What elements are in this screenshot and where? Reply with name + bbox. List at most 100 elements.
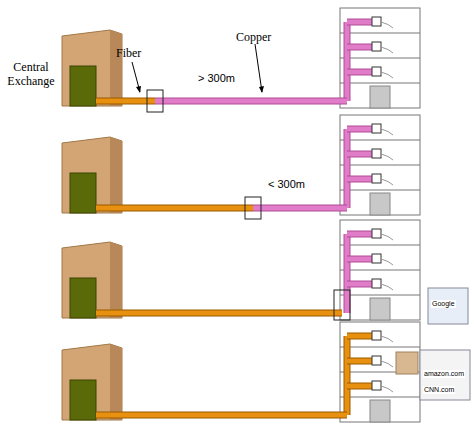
copper-riser-edge [347,281,372,288]
exchange-side [110,137,122,213]
fiber-cable-edge [96,205,253,212]
floor-line [340,33,420,34]
copper-riser [347,127,372,132]
fiber-cable [96,311,342,316]
floor-line [340,245,420,246]
floor-line [340,190,420,191]
exchange-door [70,66,96,106]
copper-riser-edge [347,256,372,263]
fiber-cable-edge [96,310,342,317]
exchange-side [110,30,122,106]
fiber-riser-edge [344,336,351,415]
outlet-cord [381,284,393,290]
copper-cable [155,99,347,104]
cable-label: Copper [236,30,271,44]
floor-line [340,140,420,141]
street-cabinet [334,290,350,320]
outlet [372,381,381,390]
fiber-cable [96,206,253,211]
outlet [372,149,381,158]
street-cabinet [147,90,163,112]
copper-riser [345,234,350,313]
distance-label: < 300m [268,178,305,191]
fiber-cable [96,413,347,418]
copper-riser [347,45,372,50]
fiber-cable-edge [96,98,155,105]
copper-riser [347,20,372,25]
copper-riser [347,152,372,157]
building-door [370,193,390,215]
outlet-cord [381,154,393,160]
copper-riser [347,282,372,287]
copper-riser-edge [347,231,372,238]
outlet-cord [381,47,393,53]
fiber-cable-edge [96,412,347,419]
building-door [370,298,390,320]
outlet-cord [381,129,393,135]
fiber-riser [345,336,350,415]
outlet [372,229,381,238]
outlet-cord [381,179,393,185]
floor-line [340,347,420,348]
outlet-cord [381,234,393,240]
copper-riser-edge [347,176,372,183]
outlet [372,356,381,365]
outlet [372,174,381,183]
floor-line [340,83,420,84]
outlet [372,17,381,26]
fiber-cable [96,99,155,104]
copper-riser [345,129,350,208]
leader-line [132,62,140,92]
building-door [370,86,390,108]
copper-cable [253,206,347,211]
copper-riser-edge [344,234,351,313]
copper-riser-edge [344,22,351,101]
floor-line [340,165,420,166]
building-label: Central Exchange [6,60,56,88]
leader-head [259,86,264,93]
apartment-building [340,322,420,422]
outlet [372,279,381,288]
copper-riser [347,232,372,237]
exchange-building [62,344,122,420]
outlet [372,331,381,340]
street-cabinet [245,197,261,219]
exchange-door [70,278,96,318]
apartment-building [340,220,420,320]
outlet-cord [381,22,393,28]
exchange-side [110,344,122,420]
fiber-riser [347,359,372,364]
site-name: CNN.com [423,386,455,394]
exchange-building [62,242,122,318]
apartment-building [340,115,420,215]
floor-line [340,58,420,59]
outlet-cord [381,336,393,342]
fiber-riser-edge [347,358,372,365]
copper-riser-edge [347,151,372,158]
apartment-building [340,8,420,108]
fiber-riser [347,334,372,339]
outlet [372,124,381,133]
distance-label: > 300m [198,72,235,85]
cable-label: Fiber [116,46,141,60]
floor-line [340,295,420,296]
exchange-side [110,242,122,318]
copper-riser-edge [347,44,372,51]
exchange-door [70,380,96,420]
copper-cable-edge [253,205,347,212]
fiber-riser-edge [347,383,372,390]
floor-line [340,397,420,398]
fiber-riser-edge [347,333,372,340]
copper-riser-edge [347,19,372,26]
site-name: Google [431,300,456,308]
floor-line [340,270,420,271]
copper-riser-edge [344,129,351,208]
copper-riser-edge [347,126,372,133]
outlet [372,67,381,76]
web-icon [420,350,470,400]
exchange-building [62,30,122,106]
outlet-cord [381,386,393,392]
user-icon [396,352,418,374]
